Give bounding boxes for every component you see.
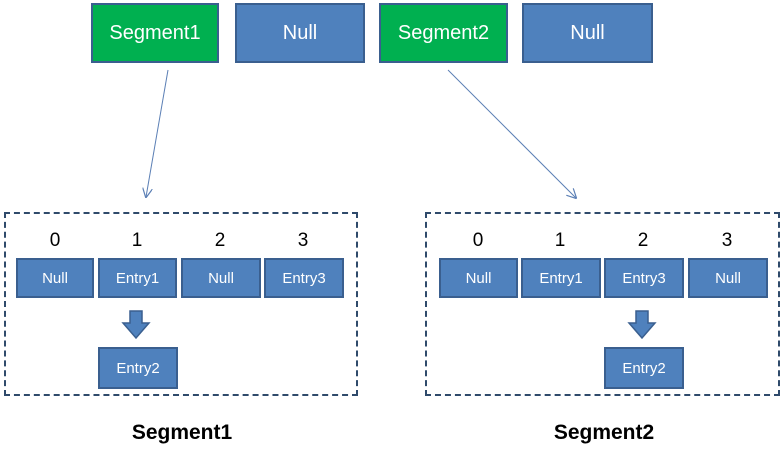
segment1-index-2: 2	[214, 230, 226, 251]
top-cell-null-2: Null	[522, 3, 653, 63]
segment1-chained-entry: Entry2	[98, 347, 178, 389]
segment2-index-2: 2	[637, 230, 649, 251]
segment2-container	[425, 212, 780, 396]
segment2-cell-2: Entry3	[604, 258, 684, 298]
chain-arrow-icon-2	[627, 310, 657, 340]
top-cell-segment1: Segment1	[91, 3, 219, 63]
segment2-index-0: 0	[472, 230, 484, 251]
segment1-index-0: 0	[49, 230, 61, 251]
segment1-caption: Segment1	[131, 421, 233, 444]
segment1-container	[4, 212, 358, 396]
top-cell-segment2: Segment2	[379, 3, 508, 63]
segment1-cell-1: Entry1	[98, 258, 177, 298]
segment1-cell-2: Null	[181, 258, 261, 298]
top-cell-null-1: Null	[235, 3, 365, 63]
chain-arrow-icon-1	[121, 310, 151, 340]
segment2-chained-entry: Entry2	[604, 347, 684, 389]
arrow-to-segment2	[447, 69, 576, 198]
segment2-cell-3: Null	[688, 258, 768, 298]
segment1-index-1: 1	[131, 230, 143, 251]
segment2-cell-1: Entry1	[521, 258, 601, 298]
segment1-cell-3: Entry3	[264, 258, 344, 298]
segment2-cell-0: Null	[439, 258, 518, 298]
segment2-caption: Segment2	[553, 421, 655, 444]
segment1-index-3: 3	[297, 230, 309, 251]
segment2-index-3: 3	[721, 230, 733, 251]
arrow-to-segment1	[146, 69, 169, 197]
segment1-cell-0: Null	[16, 258, 94, 298]
segment2-index-1: 1	[554, 230, 566, 251]
